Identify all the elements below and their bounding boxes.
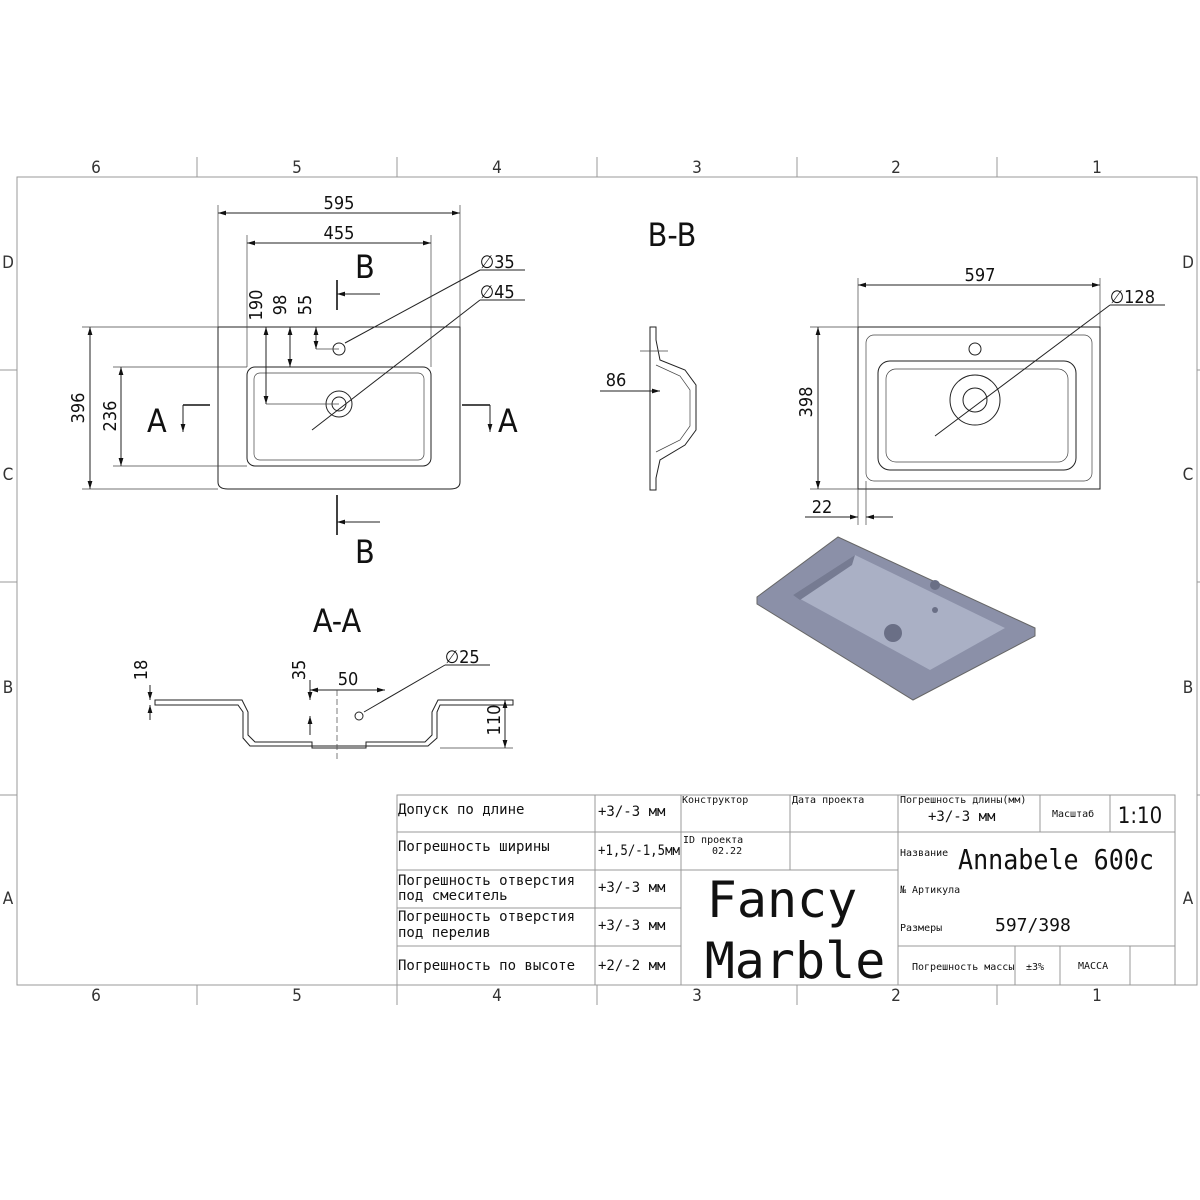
svg-text:ID проекта: ID проекта: [683, 835, 743, 846]
svg-text:3: 3: [692, 986, 702, 1006]
product-name: Annabele 600c: [958, 843, 1154, 876]
svg-text:∅25: ∅25: [445, 647, 480, 668]
svg-text:6: 6: [91, 158, 101, 178]
tol-label: Погрешность по высоте: [398, 958, 575, 974]
svg-text:∅128: ∅128: [1110, 287, 1155, 308]
section-aa: A-A 18 35 50 ∅25 110: [131, 602, 514, 760]
svg-text:86: 86: [606, 370, 627, 391]
tol-value: +3/-3 мм: [598, 880, 666, 896]
svg-text:∅45: ∅45: [480, 282, 515, 303]
svg-text:B: B: [355, 248, 375, 286]
ruler-ticks: [0, 157, 1200, 1005]
svg-text:A-A: A-A: [313, 602, 362, 640]
svg-text:2: 2: [891, 986, 901, 1006]
svg-text:110: 110: [484, 705, 505, 736]
svg-text:A: A: [3, 889, 14, 909]
svg-text:236: 236: [100, 401, 121, 432]
svg-text:B: B: [355, 533, 375, 571]
svg-text:5: 5: [292, 986, 302, 1006]
tol-label: под смеситель: [398, 888, 508, 904]
svg-text:B-B: B-B: [648, 216, 697, 254]
svg-text:Масштаб: Масштаб: [1052, 808, 1094, 820]
sink-3d-render: [756, 536, 1036, 701]
ruler-labels: 6 5 4 3 2 1 6 5 4 3 2 1 D C B A D C B A: [2, 158, 1194, 1006]
svg-text:6: 6: [91, 986, 101, 1006]
svg-text:597: 597: [965, 265, 996, 286]
svg-text:A: A: [498, 402, 518, 440]
svg-text:595: 595: [324, 193, 355, 214]
svg-text:±3%: ±3%: [1026, 962, 1044, 973]
svg-text:C: C: [3, 465, 14, 485]
tol-label: Допуск по длине: [398, 802, 524, 818]
logo-fancy: Fancy: [707, 871, 858, 929]
svg-text:A: A: [147, 402, 167, 440]
tol-label: под перелив: [398, 925, 491, 941]
svg-text:5: 5: [292, 158, 302, 178]
svg-text:35: 35: [289, 660, 310, 681]
svg-text:3: 3: [692, 158, 702, 178]
svg-text:4: 4: [492, 158, 502, 178]
svg-text:597/398: 597/398: [995, 915, 1071, 936]
svg-text:55: 55: [295, 295, 316, 316]
svg-text:∅35: ∅35: [480, 252, 515, 273]
svg-text:+3/-3 мм: +3/-3 мм: [928, 809, 996, 825]
logo-marble: Marble: [705, 932, 886, 990]
svg-text:1:10: 1:10: [1118, 804, 1162, 829]
svg-text:398: 398: [796, 387, 817, 418]
svg-text:C: C: [1183, 465, 1194, 485]
svg-text:50: 50: [338, 669, 359, 690]
tol-value: +3/-3 мм: [598, 918, 666, 934]
svg-text:Погрешность массы: Погрешность массы: [912, 962, 1014, 973]
svg-text:02.22: 02.22: [712, 846, 742, 857]
svg-text:455: 455: [324, 223, 355, 244]
tol-label: Погрешность отверстия: [398, 873, 575, 889]
svg-text:2: 2: [891, 158, 901, 178]
svg-text:D: D: [1182, 253, 1194, 273]
svg-text:Размеры: Размеры: [900, 923, 942, 934]
section-bb: B-B 86: [600, 216, 697, 491]
svg-text:№ Артикула: № Артикула: [900, 885, 960, 896]
tol-value: +2/-2 мм: [598, 958, 666, 974]
svg-text:Дата проекта: Дата проекта: [792, 795, 864, 806]
title-block: Допуск по длине +3/-3 мм Погрешность шир…: [396, 794, 1176, 990]
plan-view: 595 455 190 98 55 396 236 ∅35 ∅45 A A B …: [68, 193, 525, 571]
svg-text:Название: Название: [900, 848, 948, 859]
svg-text:396: 396: [68, 393, 89, 424]
svg-text:D: D: [2, 253, 14, 273]
svg-text:A: A: [1183, 889, 1194, 909]
top-view-right: 597 398 ∅128 22: [796, 265, 1165, 525]
svg-text:B: B: [1183, 678, 1194, 698]
tol-label: Погрешность отверстия: [398, 909, 575, 925]
svg-text:МАССА: МАССА: [1078, 961, 1108, 972]
svg-text:22: 22: [812, 497, 833, 518]
svg-text:Конструктор: Конструктор: [682, 795, 748, 806]
svg-text:1: 1: [1092, 158, 1102, 178]
svg-text:B: B: [3, 678, 14, 698]
svg-text:4: 4: [492, 986, 502, 1006]
tol-value: +3/-3 мм: [598, 804, 666, 820]
svg-text:98: 98: [270, 295, 291, 316]
svg-text:Погрешность длины(мм): Погрешность длины(мм): [900, 795, 1026, 806]
svg-text:190: 190: [246, 290, 267, 321]
svg-text:1: 1: [1092, 986, 1102, 1006]
tol-value: +1,5/-1,5мм: [598, 843, 681, 859]
svg-text:18: 18: [131, 660, 152, 681]
tol-label: Погрешность ширины: [398, 839, 550, 855]
